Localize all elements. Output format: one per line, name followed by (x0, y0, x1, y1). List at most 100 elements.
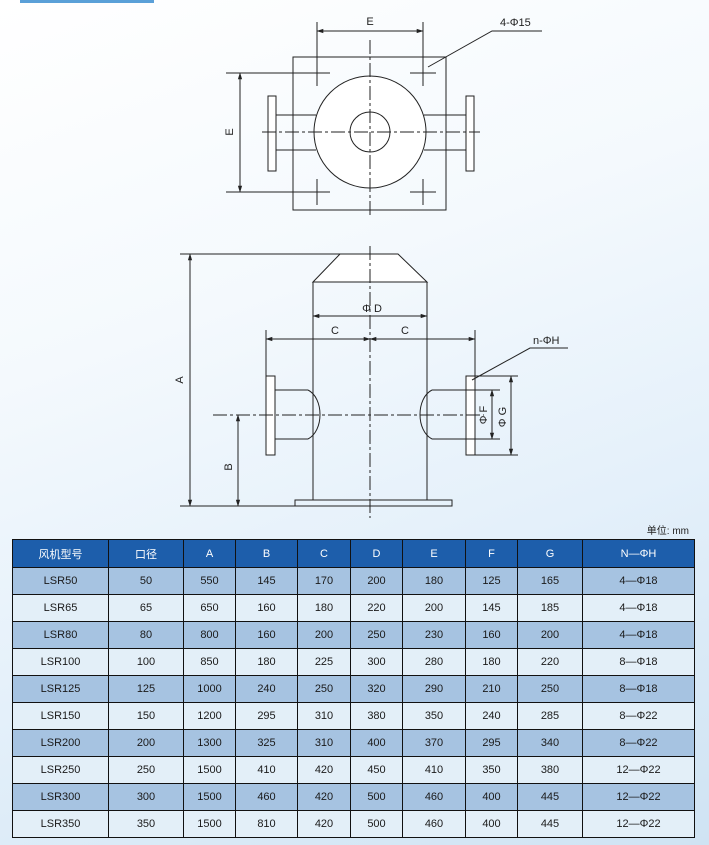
table-cell: 180 (465, 648, 518, 676)
left-pipe (267, 95, 316, 172)
dim-a-label: A (174, 376, 186, 384)
table-cell: 150 (108, 702, 184, 730)
bolt-hole-marks (304, 60, 436, 205)
table-cell: 250 (108, 756, 184, 784)
table-cell: LSR250 (12, 756, 109, 784)
column-header: A (183, 539, 236, 568)
dim-g-label: Φ G (497, 407, 509, 427)
bolt-callout-leader (471, 347, 568, 381)
column-header: E (402, 539, 466, 568)
column-header: F (465, 539, 518, 568)
table-cell: 410 (402, 756, 466, 784)
table-cell: 320 (350, 675, 403, 703)
table-cell: 500 (350, 783, 403, 811)
table-cell: 650 (183, 594, 236, 622)
dim-e-label: E (366, 16, 373, 28)
table-cell: 50 (108, 567, 184, 595)
table-cell: 1500 (183, 810, 236, 838)
table-cell: 445 (517, 810, 583, 838)
table-cell: 100 (108, 648, 184, 676)
table-cell: 420 (297, 810, 351, 838)
bolt-callout-label: n-ΦH (533, 335, 560, 347)
table-cell: 65 (108, 594, 184, 622)
table-cell: 125 (465, 567, 518, 595)
table-cell: 185 (517, 594, 583, 622)
table-cell: 550 (183, 567, 236, 595)
table-cell: 285 (517, 702, 583, 730)
table-cell: 380 (517, 756, 583, 784)
column-header: 风机型号 (12, 539, 109, 568)
table-cell: 160 (235, 621, 298, 649)
table-cell: 850 (183, 648, 236, 676)
table-cell: LSR150 (12, 702, 109, 730)
table-cell: 500 (350, 810, 403, 838)
table-cell: 300 (108, 783, 184, 811)
front-view (180, 246, 568, 518)
table-cell: 1300 (183, 729, 236, 757)
table-cell: 200 (402, 594, 466, 622)
dim-f-label: Φ F (478, 405, 490, 424)
table-cell: 80 (108, 621, 184, 649)
table-cell: 12—Φ22 (582, 783, 695, 811)
table-cell: 8—Φ18 (582, 648, 695, 676)
table-cell: 310 (297, 702, 351, 730)
table-cell: 145 (465, 594, 518, 622)
table-cell: 310 (297, 729, 351, 757)
table-cell: 12—Φ22 (582, 756, 695, 784)
table-cell: 350 (465, 756, 518, 784)
table-cell: 350 (402, 702, 466, 730)
table-cell: 165 (517, 567, 583, 595)
table-cell: 420 (297, 756, 351, 784)
table-cell: 800 (183, 621, 236, 649)
table-cell: 250 (517, 675, 583, 703)
table-cell: 400 (465, 810, 518, 838)
column-header: G (517, 539, 583, 568)
top-accent-bar (20, 0, 154, 3)
top-view (226, 22, 542, 218)
table-cell: 460 (235, 783, 298, 811)
table-cell: 410 (235, 756, 298, 784)
table-cell: 180 (402, 567, 466, 595)
table-cell: 4—Φ18 (582, 621, 695, 649)
table-cell: 240 (235, 675, 298, 703)
table-cell: 400 (465, 783, 518, 811)
table-cell: 200 (297, 621, 351, 649)
dim-d-label: Φ D (362, 303, 382, 315)
table-cell: 445 (517, 783, 583, 811)
table-cell: 400 (350, 729, 403, 757)
dim-c-right-label: C (401, 325, 409, 337)
technical-drawing: E E 4-Φ15 (174, 16, 568, 518)
table-cell: 8—Φ22 (582, 702, 695, 730)
table-cell: 340 (517, 729, 583, 757)
dim-c-left-label: C (331, 325, 339, 337)
table-cell: 125 (108, 675, 184, 703)
right-pipe (424, 95, 475, 172)
table-cell: 160 (235, 594, 298, 622)
dim-b-label: B (223, 463, 235, 470)
table-cell: LSR65 (12, 594, 109, 622)
table-cell: 325 (235, 729, 298, 757)
table-cell: 200 (517, 621, 583, 649)
table-cell: 290 (402, 675, 466, 703)
table-cell: 8—Φ18 (582, 675, 695, 703)
table-cell: 230 (402, 621, 466, 649)
table-cell: 295 (465, 729, 518, 757)
dim-e-side-label: E (224, 128, 236, 135)
table-cell: 280 (402, 648, 466, 676)
table-cell: 180 (235, 648, 298, 676)
column-header: 口径 (108, 539, 184, 568)
table-cell: LSR200 (12, 729, 109, 757)
table-cell: 220 (350, 594, 403, 622)
table-cell: 145 (235, 567, 298, 595)
table-cell: LSR100 (12, 648, 109, 676)
